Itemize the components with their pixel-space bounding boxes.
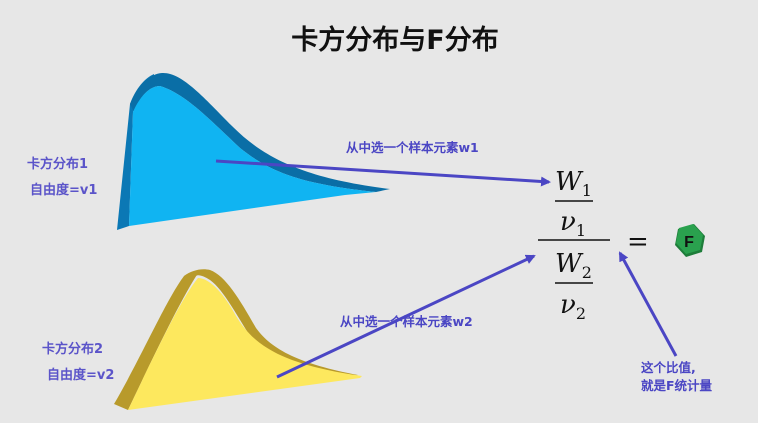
dist2-df: 自由度=v2 [47,368,115,383]
arrow2-label: 从中选一个样本元素w2 [340,314,473,329]
f-badge-letter: F [684,234,694,251]
chi-square-2-front [128,278,362,410]
dist1-df: 自由度=v1 [30,183,98,198]
chi-square-2-top [184,269,358,378]
chi-square-1-side [117,74,154,230]
note-line1: 这个比值, [641,360,696,375]
chi-square-1-top [130,72,390,192]
chi-square-2-side [114,270,200,410]
formula-equals: = [627,227,649,257]
formula-nu1: ν1 [560,207,586,240]
chi-square-shape-1 [117,72,390,230]
formula-nu2: ν2 [560,290,586,323]
arrow-1 [215,159,551,187]
note-line2: 就是F统计量 [641,378,713,393]
formula-w2: W2 [555,249,592,282]
f-statistic-note: 这个比值, 就是F统计量 [641,359,712,395]
arrow-3 [618,251,678,357]
dist1-name: 卡方分布1 [27,157,89,172]
arrow1-label: 从中选一个样本元素w1 [346,140,479,155]
dist2-name: 卡方分布2 [42,342,104,357]
page-title: 卡方分布与F分布 [291,25,499,56]
chi-square-1-front [129,86,376,226]
f-badge: F [675,224,705,257]
formula-w1: W1 [555,167,592,200]
arrow-2 [276,254,536,379]
chi-square-shape-2 [114,269,362,410]
